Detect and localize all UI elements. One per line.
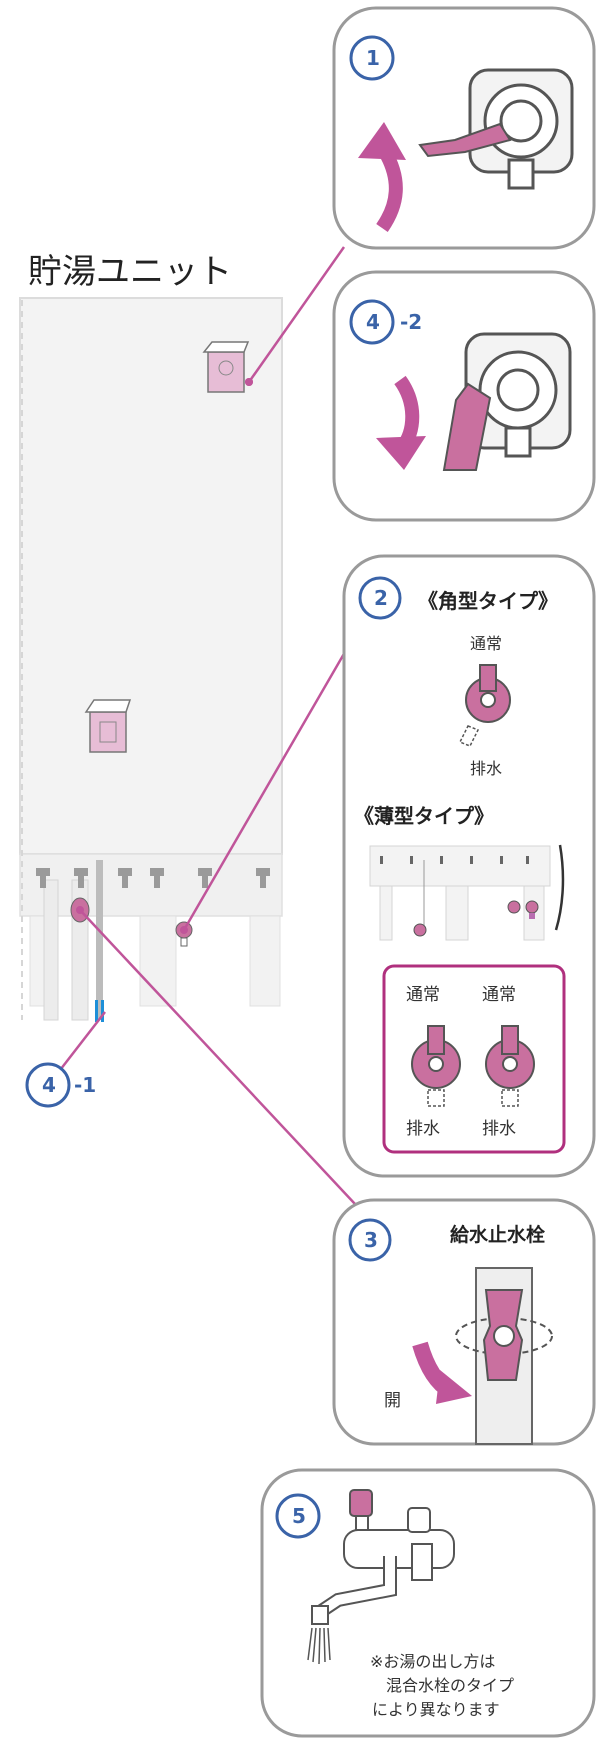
step-4-2-suffix: -2 [400, 310, 423, 334]
step-2-panel [342, 554, 596, 1178]
thin-type-valve-right-icon [485, 1025, 535, 1107]
square-type-valve-icon [458, 664, 511, 747]
step-4-1-circle [25, 1062, 71, 1108]
square-type-label: 《角型タイプ》 [418, 589, 558, 613]
faucet-note-line-3: により異なります [372, 1700, 500, 1719]
water-valve-title: 給水止水栓 [450, 1224, 546, 1246]
step-3-panel [332, 1198, 596, 1446]
step-1-number: 1 [366, 46, 380, 70]
step-4-1-number: 4 [42, 1073, 56, 1097]
water-stream-icon [307, 1627, 331, 1665]
thin-type-label: 《薄型タイプ》 [354, 804, 494, 828]
step-3-number: 3 [364, 1228, 378, 1252]
faucet-note-line-1: ※お湯の出し方は [370, 1652, 496, 1671]
step-4-2-number: 4 [366, 310, 380, 334]
storage-unit [19, 297, 283, 1022]
thin-type-normal-right-label: 通常 [482, 985, 516, 1005]
faucet-note-line-2: 混合水栓のタイプ [386, 1676, 515, 1695]
step-4-1-suffix: -1 [74, 1073, 97, 1097]
thin-type-unit-icon [369, 844, 565, 941]
step-4-2-panel [332, 270, 596, 522]
thin-type-valve-left-icon [411, 1025, 461, 1107]
thin-type-drain-right-label: 排水 [482, 1119, 516, 1139]
unit-title: 貯湯ユニット [28, 252, 232, 292]
thin-type-drain-left-label: 排水 [406, 1119, 440, 1139]
square-type-drain-label: 排水 [470, 759, 503, 778]
thin-type-normal-left-label: 通常 [406, 985, 440, 1005]
step-2-number: 2 [374, 586, 388, 610]
unit-lower-valve-icon [84, 699, 132, 753]
square-type-normal-label: 通常 [470, 634, 503, 653]
open-label: 開 [384, 1391, 401, 1411]
step-1-panel [332, 6, 596, 250]
step-5-panel [260, 1468, 596, 1738]
step-5-number: 5 [292, 1504, 306, 1528]
